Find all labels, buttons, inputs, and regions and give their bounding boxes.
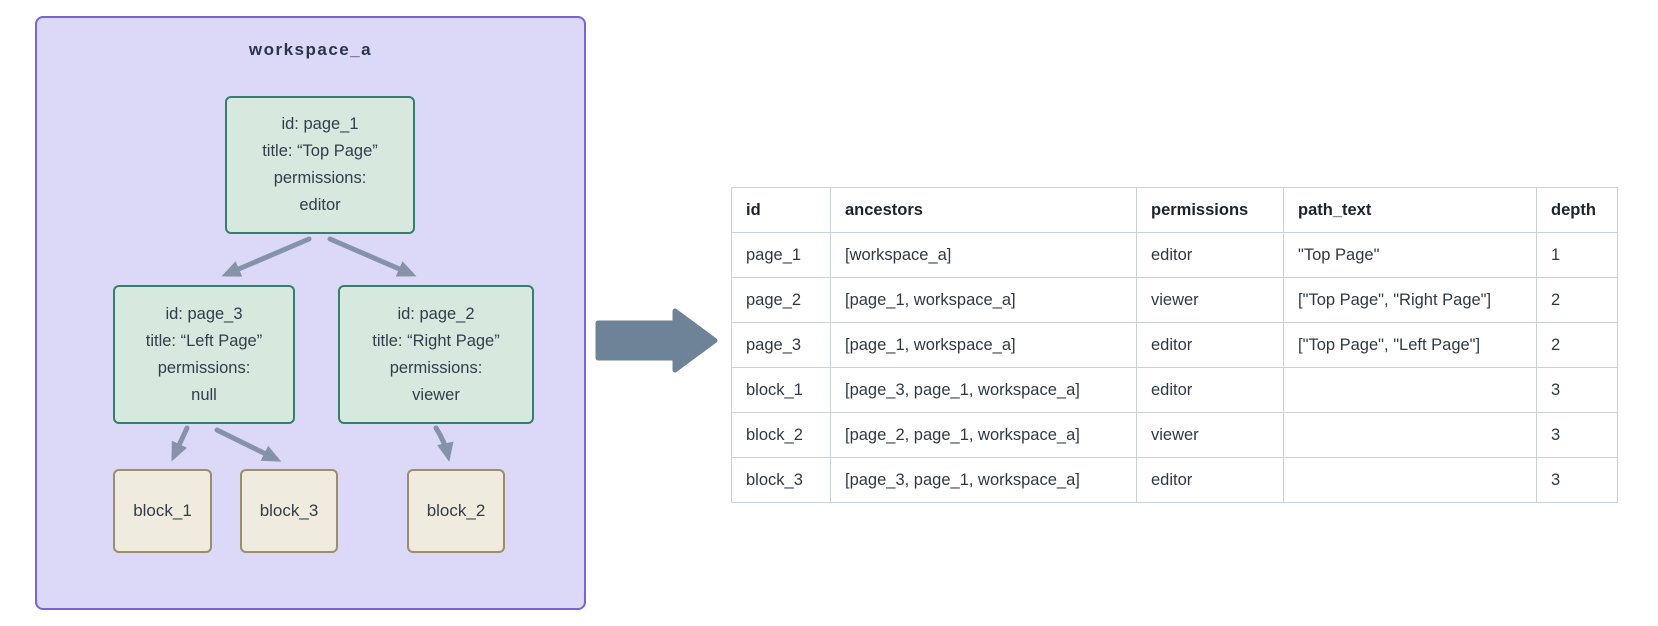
table-cell-path-text: ["Top Page", "Right Page"] xyxy=(1283,277,1537,323)
tree-node-block-3: block_3 xyxy=(240,469,338,553)
edge-arrow-icon xyxy=(433,425,454,462)
table-cell-path-text: "Top Page" xyxy=(1283,232,1537,278)
edge-arrow-icon xyxy=(327,236,417,277)
table-cell-permissions: editor xyxy=(1136,367,1284,413)
table-cell-ancestors: [page_3, page_1, workspace_a] xyxy=(830,367,1137,413)
node-text-line: title: “Top Page” xyxy=(262,142,378,160)
node-text-line: permissions: xyxy=(273,169,367,187)
table-cell-permissions: viewer xyxy=(1136,277,1284,323)
edge-arrow-icon xyxy=(221,236,312,277)
table-cell-path-text xyxy=(1283,367,1537,413)
table-cell-ancestors: [page_2, page_1, workspace_a] xyxy=(830,412,1137,458)
table-cell-depth: 3 xyxy=(1536,412,1618,458)
table-cell-id: page_1 xyxy=(731,232,831,278)
tree-node-page-1: id: page_1 title: “Top Page” permissions… xyxy=(225,96,415,234)
column-header-permissions: permissions xyxy=(1136,187,1284,233)
table-row: block_2 [page_2, page_1, workspace_a] vi… xyxy=(731,412,1618,458)
tree-node-block-2: block_2 xyxy=(407,469,505,553)
table-cell-ancestors: [page_1, workspace_a] xyxy=(830,277,1137,323)
table-cell-path-text: ["Top Page", "Left Page"] xyxy=(1283,322,1537,368)
block-label: block_2 xyxy=(426,501,486,520)
table-cell-path-text xyxy=(1283,457,1537,503)
node-text-line: title: “Left Page” xyxy=(145,331,263,350)
table-cell-id: page_3 xyxy=(731,322,831,368)
table-cell-permissions: viewer xyxy=(1136,412,1284,458)
table-cell-permissions: editor xyxy=(1136,322,1284,368)
table-cell-ancestors: [workspace_a] xyxy=(830,232,1137,278)
tree-edges xyxy=(171,236,454,462)
block-label: block_1 xyxy=(133,501,192,520)
column-header-path-text: path_text xyxy=(1283,187,1537,233)
node-text-line: id: page_2 xyxy=(397,304,475,323)
table-cell-depth: 2 xyxy=(1536,277,1618,323)
table-cell-ancestors: [page_1, workspace_a] xyxy=(830,322,1137,368)
node-text-line: id: page_3 xyxy=(165,304,243,323)
flow-arrow-icon xyxy=(595,308,718,373)
table-cell-id: block_1 xyxy=(731,367,831,413)
block-label: block_3 xyxy=(259,501,319,520)
edge-arrow-icon xyxy=(171,425,190,462)
table-row: page_1 [workspace_a] editor "Top Page" 1 xyxy=(731,232,1618,278)
column-header-depth: depth xyxy=(1536,187,1618,233)
table-cell-id: page_2 xyxy=(731,277,831,323)
node-text-line: id: page_1 xyxy=(281,115,359,133)
tree-node-block-1: block_1 xyxy=(113,469,212,553)
table-cell-id: block_2 xyxy=(731,412,831,458)
workspace-panel: workspace_a id: page_1 title: “Top Page”… xyxy=(35,16,586,610)
table-row: block_3 [page_3, page_1, workspace_a] ed… xyxy=(731,457,1618,503)
table-cell-path-text xyxy=(1283,412,1537,458)
table-cell-depth: 3 xyxy=(1536,367,1618,413)
workspace-title: workspace_a xyxy=(248,40,373,59)
node-text-line: null xyxy=(191,385,217,404)
table-row: page_3 [page_1, workspace_a] editor ["To… xyxy=(731,322,1618,368)
table-header-row: id ancestors permissions path_text depth xyxy=(731,187,1618,233)
table-cell-id: block_3 xyxy=(731,457,831,503)
tree-node-page-2: id: page_2 title: “Right Page” permissio… xyxy=(338,285,534,424)
column-header-id: id xyxy=(731,187,831,233)
table-cell-permissions: editor xyxy=(1136,232,1284,278)
table-cell-depth: 2 xyxy=(1536,322,1618,368)
table-cell-depth: 1 xyxy=(1536,232,1618,278)
table-row: page_2 [page_1, workspace_a] viewer ["To… xyxy=(731,277,1618,323)
table-cell-permissions: editor xyxy=(1136,457,1284,503)
node-text-line: viewer xyxy=(412,385,460,404)
table-row: block_1 [page_3, page_1, workspace_a] ed… xyxy=(731,367,1618,413)
table-cell-depth: 3 xyxy=(1536,457,1618,503)
hierarchy-table: id ancestors permissions path_text depth… xyxy=(731,187,1618,503)
tree-node-page-3: id: page_3 title: “Left Page” permission… xyxy=(113,285,295,424)
column-header-ancestors: ancestors xyxy=(830,187,1137,233)
node-text-line: permissions: xyxy=(389,358,483,377)
node-text-line: title: “Right Page” xyxy=(372,331,500,350)
node-text-line: editor xyxy=(299,196,341,214)
node-text-line: permissions: xyxy=(157,358,251,377)
edge-arrow-icon xyxy=(214,427,282,462)
table-cell-ancestors: [page_3, page_1, workspace_a] xyxy=(830,457,1137,503)
